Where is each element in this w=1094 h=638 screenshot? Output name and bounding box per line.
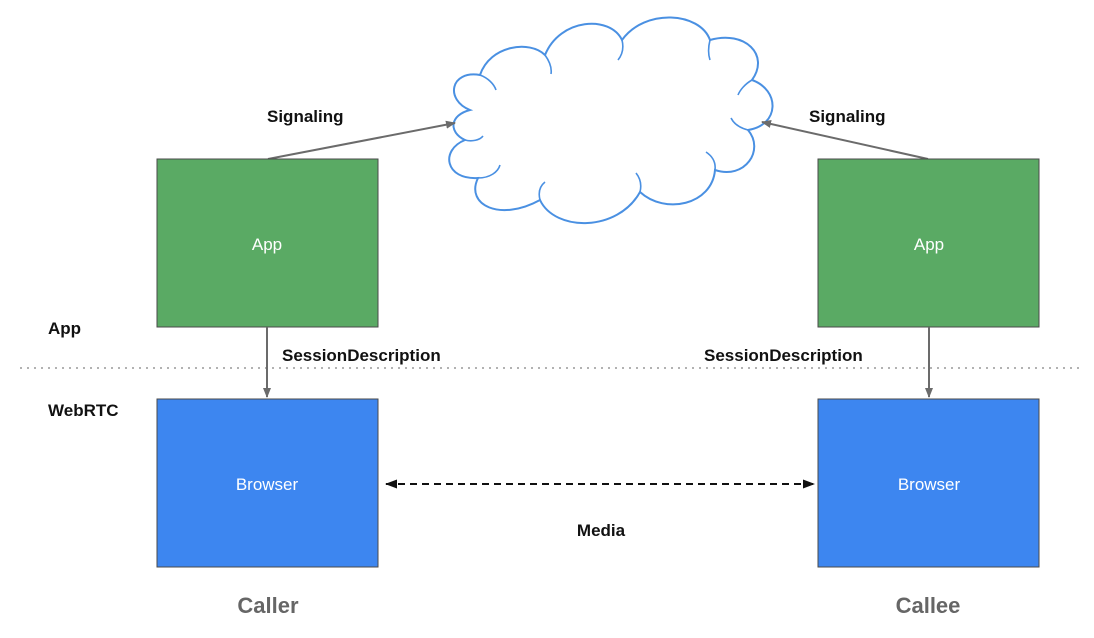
signaling-label-right: Signaling bbox=[809, 107, 886, 126]
signaling-label-left: Signaling bbox=[267, 107, 344, 126]
browser-box-callee bbox=[817, 398, 1040, 568]
app-box-caller-label: App bbox=[252, 235, 282, 254]
cloud-icon bbox=[448, 16, 774, 224]
session-label-left: SessionDescription bbox=[282, 346, 441, 365]
layer-label-app: App bbox=[48, 319, 81, 338]
media-label: Media bbox=[577, 521, 626, 540]
app-box-caller bbox=[156, 158, 379, 328]
callee-label: Callee bbox=[896, 593, 961, 618]
layer-label-webrtc: WebRTC bbox=[48, 401, 119, 420]
signaling-arrow-left bbox=[267, 120, 456, 160]
browser-box-caller bbox=[156, 398, 379, 568]
browser-box-callee-label: Browser bbox=[898, 475, 961, 494]
cloud-detail bbox=[464, 39, 753, 201]
browser-box-caller-label: Browser bbox=[236, 475, 299, 494]
app-box-callee-label: App bbox=[914, 235, 944, 254]
signaling-arrow-right bbox=[761, 120, 929, 160]
caller-label: Caller bbox=[237, 593, 299, 618]
session-label-right: SessionDescription bbox=[704, 346, 863, 365]
app-box-callee bbox=[817, 158, 1040, 328]
